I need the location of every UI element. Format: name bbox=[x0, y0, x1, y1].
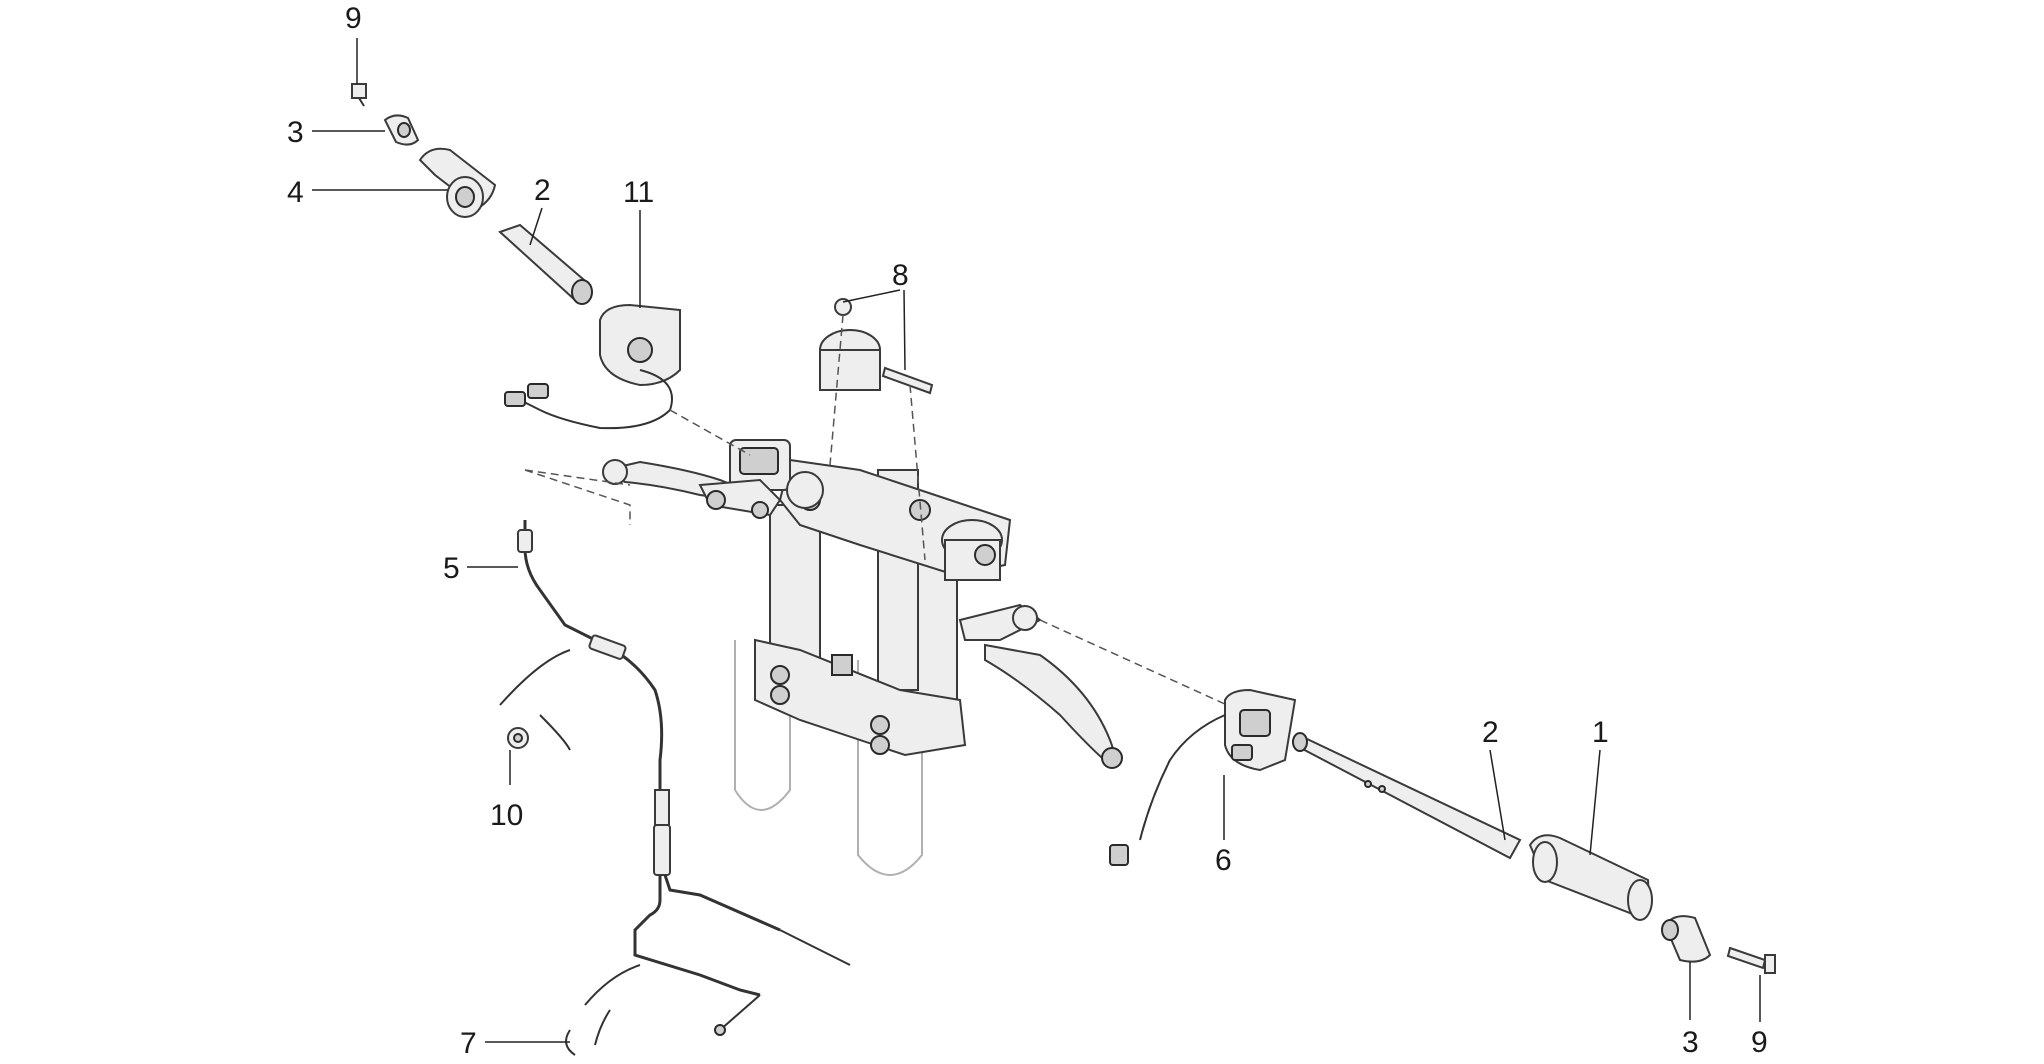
part-5-throttle-cable bbox=[517, 520, 851, 1036]
part-6-right-switch bbox=[1109, 688, 1297, 866]
assembly-dashed-lines bbox=[524, 314, 1261, 721]
callout-1: 1 bbox=[1592, 716, 1609, 749]
fork-tube-left bbox=[769, 504, 821, 666]
part-3-bar-end-bottom bbox=[1661, 915, 1712, 963]
callout-8: 8 bbox=[892, 259, 909, 292]
right-lever-assembly bbox=[958, 603, 1123, 769]
part-4-grip bbox=[418, 147, 497, 218]
callout-2-top: 2 bbox=[534, 174, 551, 207]
callout-labels: 9 3 4 2 11 8 5 10 7 6 2 1 3 9 bbox=[287, 2, 1768, 1060]
left-lever-assembly bbox=[602, 439, 824, 519]
lower-triple-clamp bbox=[754, 638, 967, 757]
part-2-throttle-tube-top bbox=[498, 223, 593, 305]
callout-10: 10 bbox=[490, 799, 523, 832]
part-9-screw-bottom bbox=[1726, 946, 1776, 974]
part-8-bolts bbox=[834, 298, 934, 395]
callout-5: 5 bbox=[443, 552, 460, 585]
part-3-bar-end-top bbox=[383, 114, 420, 146]
part-10-clip bbox=[499, 649, 571, 751]
callout-9-bottom: 9 bbox=[1751, 1026, 1768, 1059]
callout-4: 4 bbox=[287, 176, 304, 209]
callout-9-top: 9 bbox=[345, 2, 362, 35]
callout-7: 7 bbox=[460, 1027, 477, 1059]
callout-3-top: 3 bbox=[287, 116, 304, 149]
right-brake-lever bbox=[984, 643, 1115, 767]
part-2-handlebar-right bbox=[1292, 732, 1522, 860]
part-7-tie bbox=[565, 964, 641, 1056]
callout-11: 11 bbox=[623, 176, 654, 209]
callout-2-right: 2 bbox=[1482, 716, 1499, 749]
callout-3-bottom: 3 bbox=[1682, 1026, 1699, 1059]
fork-lower-outlines bbox=[734, 640, 923, 876]
part-9-screw-top bbox=[351, 83, 367, 107]
upper-triple-clamp bbox=[778, 329, 1012, 581]
callout-6: 6 bbox=[1215, 844, 1232, 877]
leader-lines bbox=[312, 38, 1761, 1043]
part-1-grip-right bbox=[1528, 834, 1653, 921]
part-11-switch bbox=[504, 303, 681, 430]
